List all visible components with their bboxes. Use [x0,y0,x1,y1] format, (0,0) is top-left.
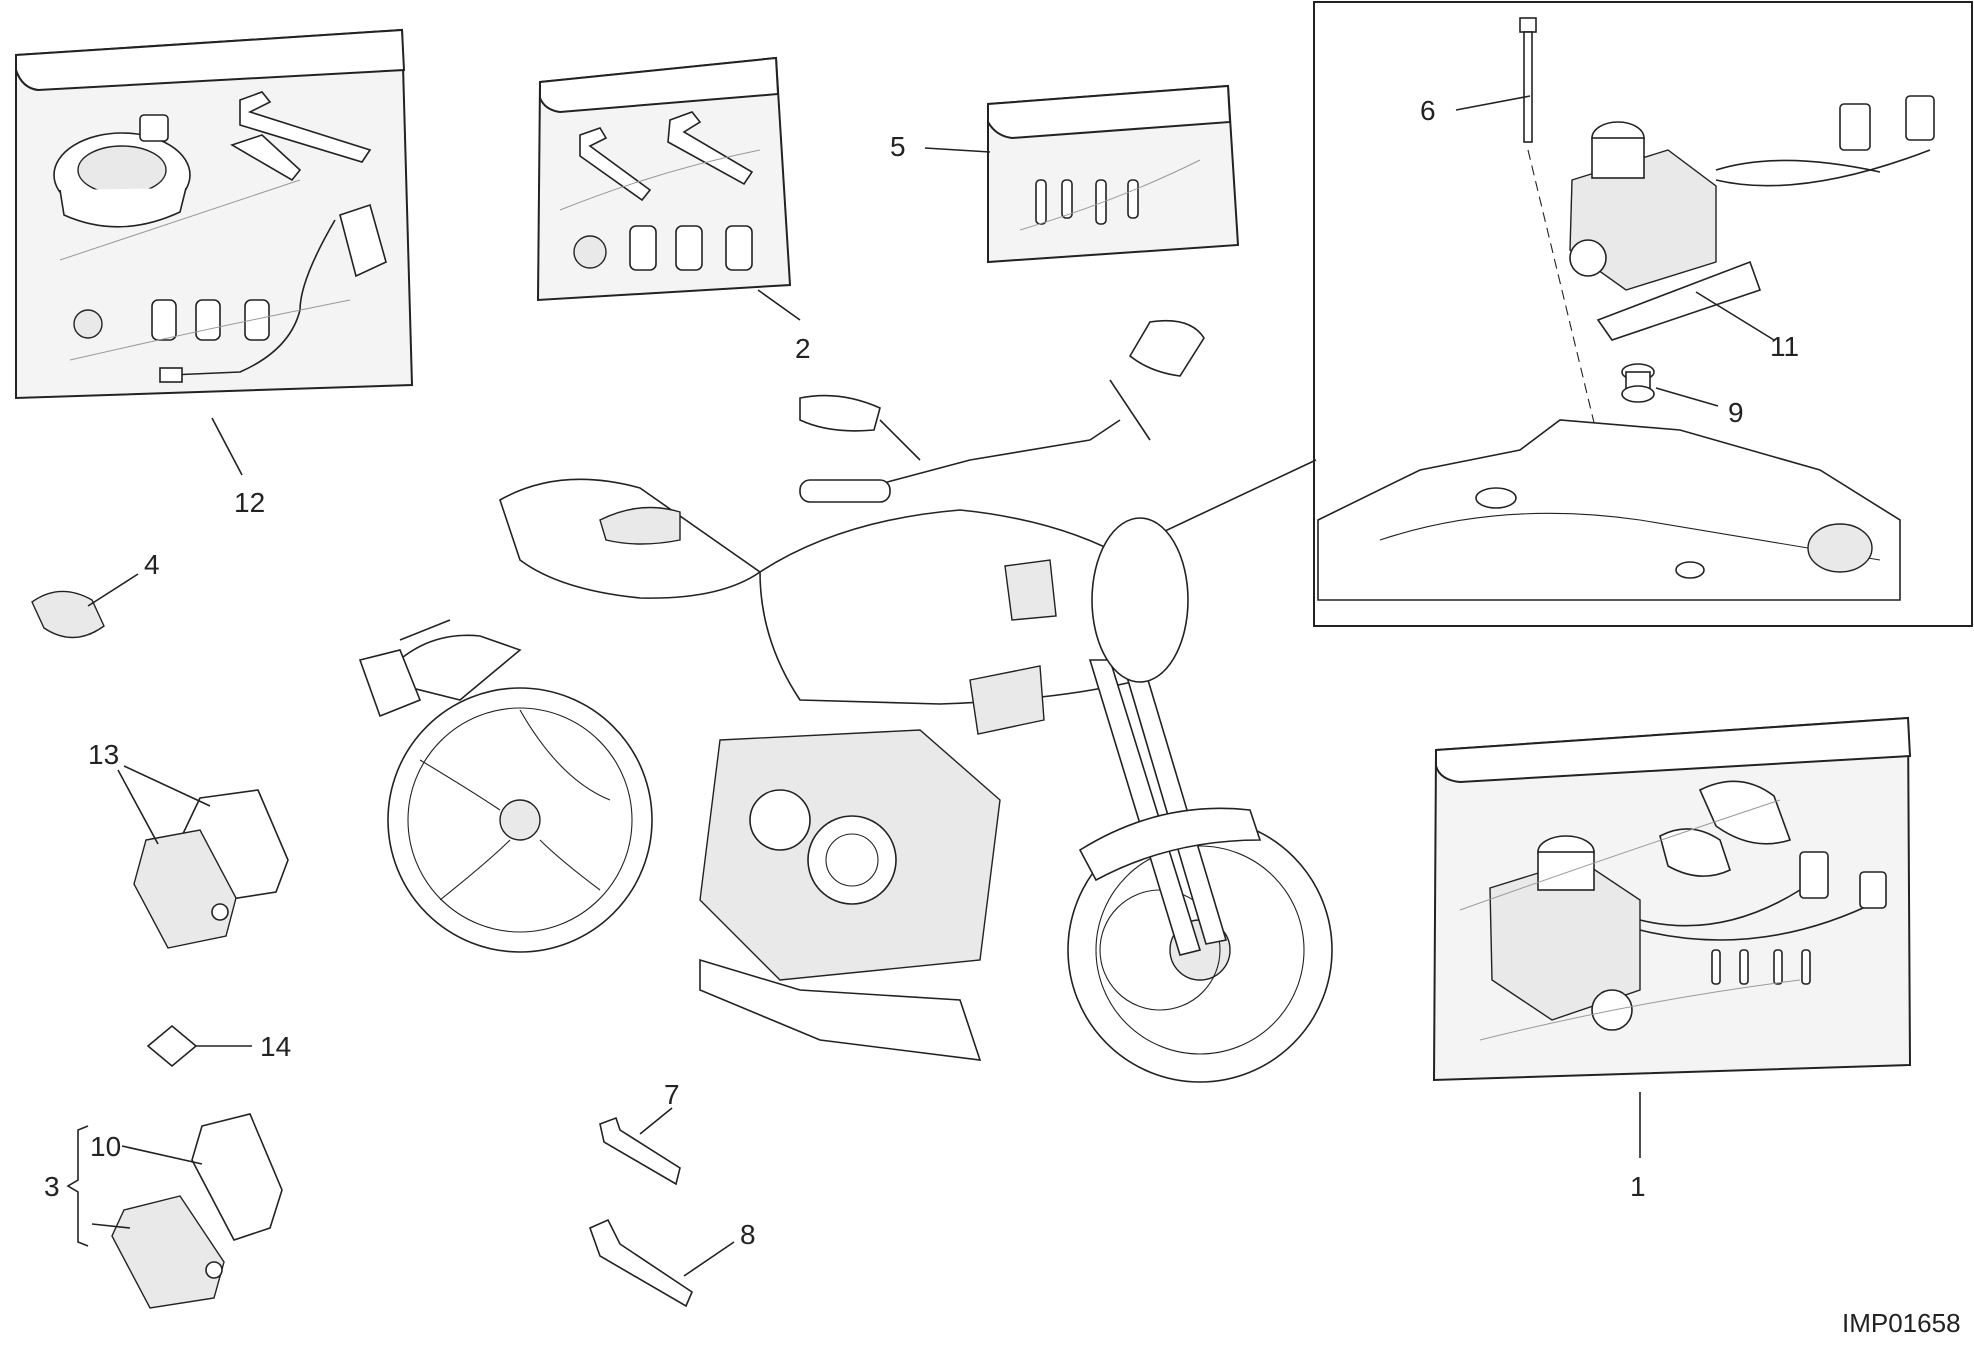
callout-11: 11 [1770,331,1799,362]
callout-10: 10 [90,1131,121,1162]
callout-1: 1 [1630,1171,1646,1202]
bracket-part-11 [1596,260,1762,341]
kit-panel-1 [1432,716,1912,1082]
key-blade-part-8 [588,1218,693,1308]
grommet-part-9 [1621,363,1655,403]
key-cover-part-4 [31,590,105,639]
callout-6: 6 [1420,95,1436,126]
motorcycle-icon [358,319,1333,1083]
key-blade-part-7 [599,1116,681,1186]
callout-9: 9 [1728,397,1744,428]
callout-5: 5 [890,131,906,162]
key-shell-part-3 [111,1113,283,1309]
callout-4: 4 [144,549,160,580]
ignition-switch-icon [1489,835,1641,1031]
kit-panel-12 [15,28,414,400]
image-code: IMP01658 [1842,1308,1961,1338]
key-fob-part-13 [133,789,289,949]
tag-part-14 [146,1024,198,1068]
kit-panel-5 [987,84,1240,264]
kit-panel-2 [536,56,792,302]
callout-3: 3 [44,1171,60,1202]
fuel-tank-cap-icon [53,114,191,228]
key-icon [579,111,754,202]
lock-cylinder-icon [573,225,753,271]
callout-12: 12 [234,487,265,518]
ignition-switch-icon [1569,95,1935,291]
key-icon [1659,780,1792,877]
callout-8: 8 [740,1219,756,1250]
callout-14: 14 [260,1031,291,1062]
key-icon [230,91,372,182]
callout-2: 2 [795,333,811,364]
callout-7: 7 [664,1079,680,1110]
callout-13: 13 [88,739,119,770]
lock-cylinder-icon [73,299,270,341]
detail-inset: 6 11 9 [1313,1,1973,627]
